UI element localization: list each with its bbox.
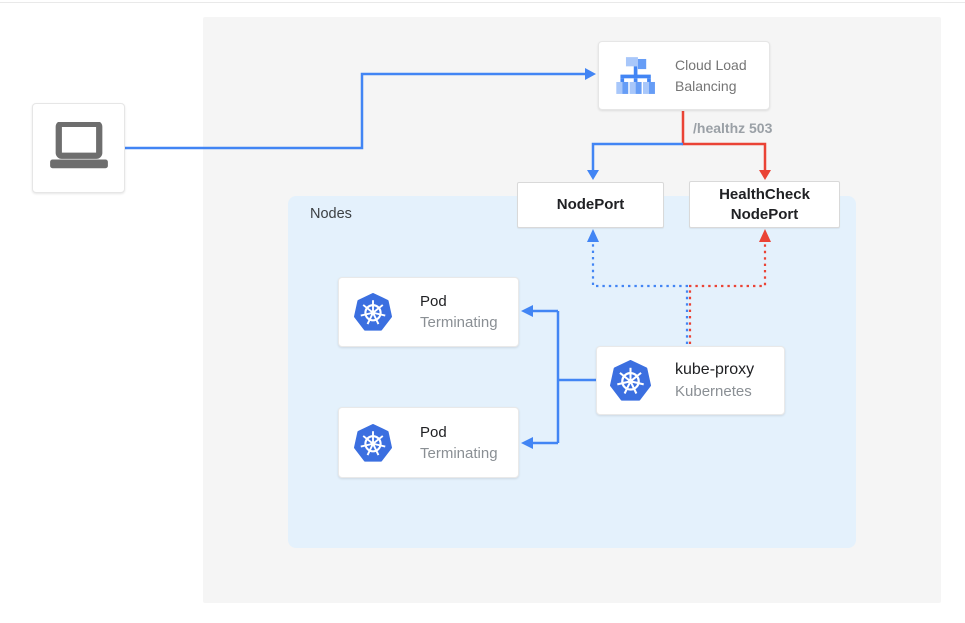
window-top-divider [0,2,965,3]
kube-proxy-title: kube-proxy [675,361,755,378]
kubernetes-icon [354,293,392,331]
cloud-load-balancing-icon [614,56,660,95]
nodeport-label: NodePort [556,196,625,214]
healthcheck-nodeport-node: HealthCheck NodePort [689,181,840,228]
nodes-group-label: Nodes [310,206,352,222]
kube-proxy-node: kube-proxy Kubernetes [596,346,785,415]
nodeport-node: NodePort [517,182,664,228]
kubernetes-icon [354,423,392,462]
pod-node: Pod Terminating [338,277,519,347]
client-node [32,103,125,193]
pod-title: Pod [420,293,447,310]
laptop-icon [46,122,112,174]
cloud-load-balancing-label: Cloud Load Balancing [675,56,747,94]
kube-proxy-subtitle: Kubernetes [675,383,752,400]
pod-status: Terminating [420,444,498,462]
pod-node: Pod Terminating [338,407,519,478]
pod-status: Terminating [420,314,498,331]
kubernetes-icon [610,360,651,401]
healthz-status-label: /healthz 503 [693,120,773,136]
pod-title: Pod [420,423,447,441]
cloud-load-balancing-node: Cloud Load Balancing [598,41,770,110]
healthcheck-nodeport-label: HealthCheck NodePort [719,186,810,223]
